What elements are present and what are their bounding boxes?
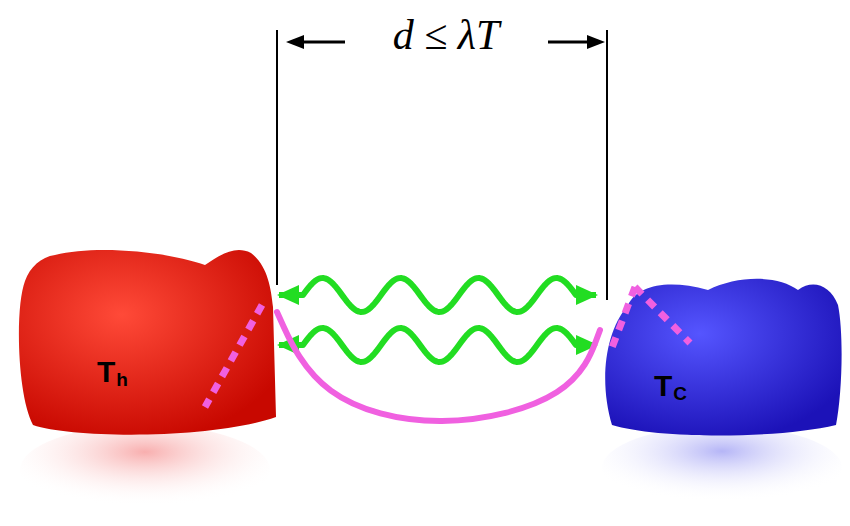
dotted-path <box>610 287 635 353</box>
dotted-path <box>635 287 690 343</box>
temperature-label: TC <box>654 371 687 403</box>
red-reflection <box>20 425 270 515</box>
radiation-wave <box>279 278 596 312</box>
temperature-label: Th <box>97 357 128 389</box>
blob-outline <box>598 275 845 435</box>
bracket-line <box>276 30 278 285</box>
dimension-arrow <box>300 41 345 44</box>
body-blob: TC <box>598 275 845 435</box>
blob-shape <box>19 250 276 435</box>
distance-label: d ≤ λT <box>387 12 506 58</box>
dimension-arrow <box>548 41 592 44</box>
blob-shape <box>605 279 841 436</box>
bracket-line <box>606 30 608 300</box>
blue-reflection <box>602 426 842 510</box>
dotted-path <box>205 305 262 407</box>
particle-path <box>277 312 600 421</box>
body-blob: Th <box>15 245 277 435</box>
dimension-arrowhead <box>587 35 605 49</box>
radiation-wave <box>279 328 596 362</box>
blob-outline <box>15 245 277 435</box>
dimension-arrowhead <box>286 35 304 49</box>
